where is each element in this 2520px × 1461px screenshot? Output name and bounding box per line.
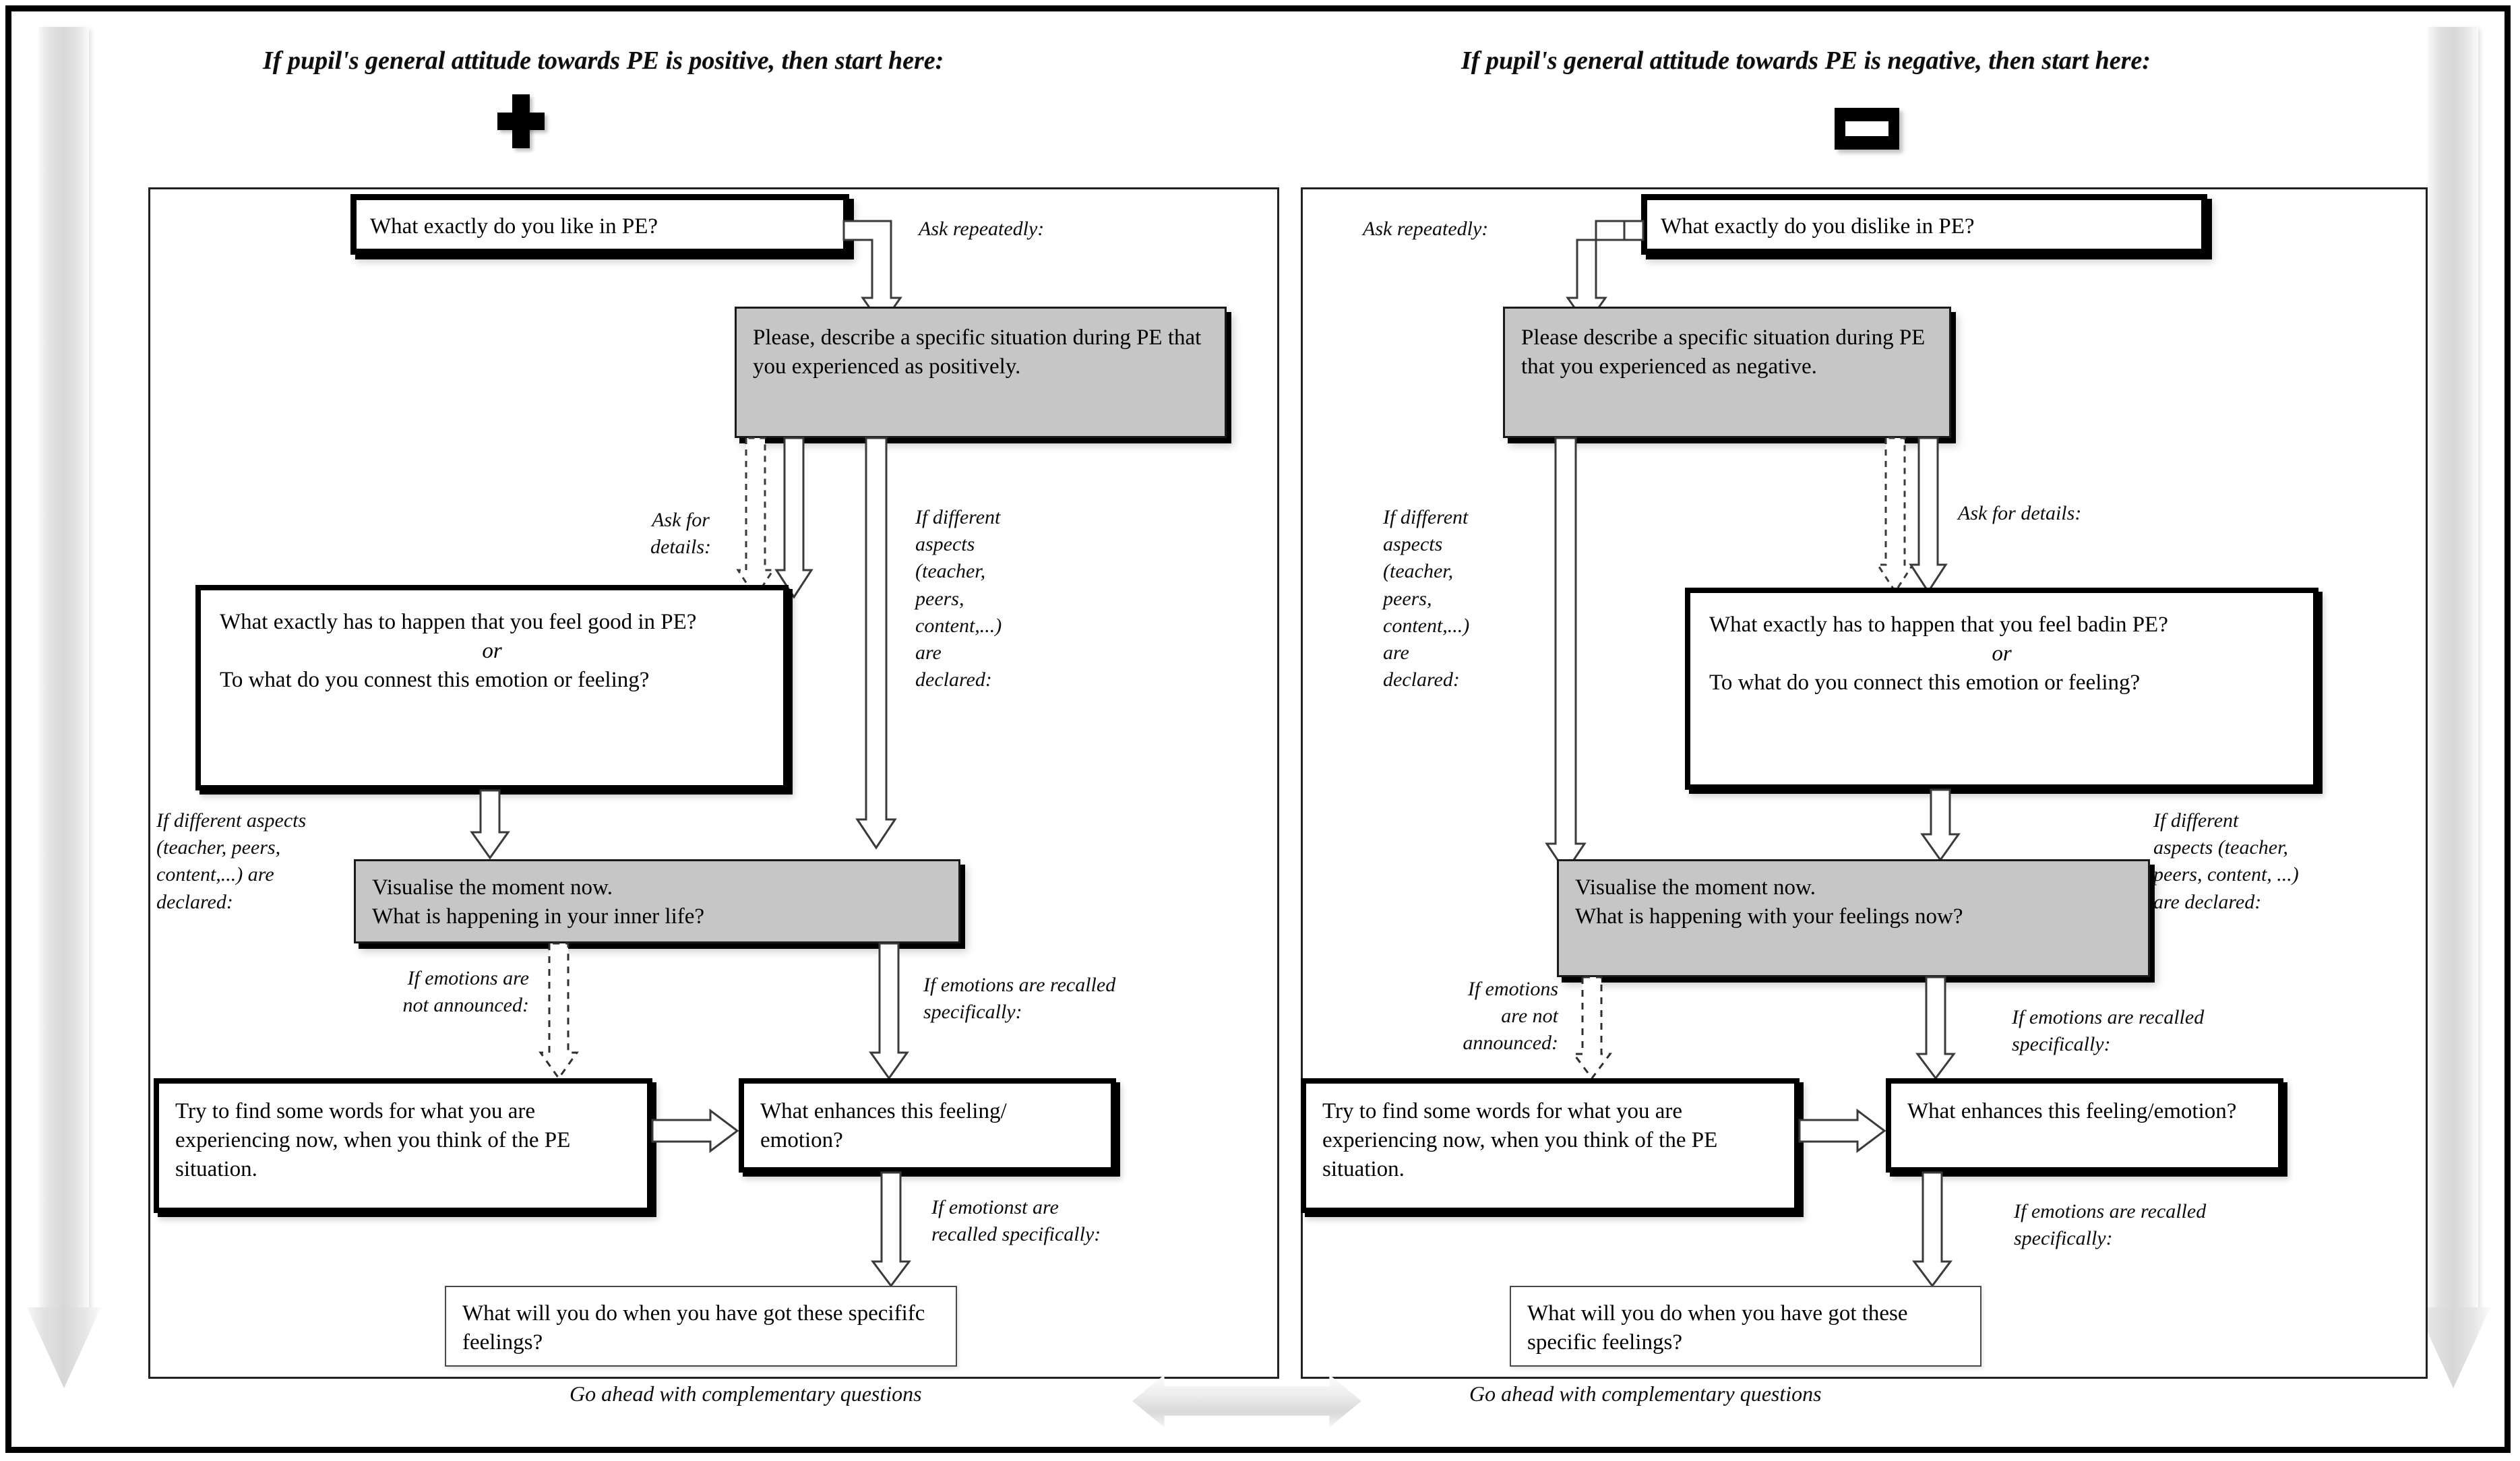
label-left-ask-for-details: Ask for details:: [650, 509, 711, 559]
node-left-feel-good[interactable]: What exactly has to happen that you feel…: [195, 585, 789, 790]
label-left-aspects-vertical: If different aspects (teacher, peers, co…: [915, 506, 1002, 691]
arrow-left-visualise-to-words: [539, 942, 582, 1081]
label-left-ask-repeatedly: Ask repeatedly:: [919, 218, 1045, 240]
minus-icon: [1835, 108, 1899, 150]
node-right-feel-bad[interactable]: What exactly has to happen that you feel…: [1685, 588, 2318, 790]
node-left-start[interactable]: What exactly do you like in PE?: [350, 194, 849, 255]
arrow-head: [27, 1307, 101, 1388]
arrow-right-feel-to-visualise: [1920, 788, 1964, 863]
arrow-right-describe-to-feel-dashed: [1876, 437, 1918, 594]
node-right-feel-line1: What exactly has to happen that you feel…: [1709, 613, 2168, 637]
node-right-words[interactable]: Try to find some words for what you are …: [1301, 1078, 1800, 1213]
label-left-recalled: If emotions are recalled specifically:: [923, 974, 1116, 1024]
right-edge-down-arrow-icon: [2416, 27, 2490, 1415]
arrow-left-enhances-to-final: [871, 1171, 915, 1288]
arrow-shaft: [2428, 27, 2478, 1311]
left-footer-text: Go ahead with complementary questions: [570, 1381, 922, 1406]
arrow-right-words-to-enhances: [1798, 1109, 1886, 1154]
arrow-shaft: [39, 27, 89, 1311]
minus-inner: [1845, 121, 1888, 136]
node-right-enhances[interactable]: What enhances this feeling/emotion?: [1886, 1078, 2283, 1173]
node-right-visualise[interactable]: Visualise the moment now. What is happen…: [1557, 859, 2150, 977]
left-edge-down-arrow-icon: [27, 27, 101, 1415]
arrow-right-visualise-to-words: [1572, 976, 1616, 1081]
node-left-final[interactable]: What will you do when you have got these…: [445, 1286, 957, 1367]
node-right-start[interactable]: What exactly do you dislike in PE?: [1641, 194, 2207, 255]
right-header-caption: If pupil's general attitude towards PE i…: [1461, 46, 2151, 75]
arrow-left-words-to-enhances: [651, 1109, 739, 1154]
label-right-recalled: If emotions are recalled specifically:: [2012, 1006, 2205, 1056]
node-left-enhances[interactable]: What enhances this feeling/ emotion?: [739, 1078, 1116, 1173]
label-right-ask-for-details: Ask for details:: [1958, 502, 2082, 524]
arrow-left-describe-to-visualise: [855, 437, 900, 850]
plus-icon: [497, 94, 545, 148]
arrow-right-describe-to-feel: [1909, 437, 1951, 594]
arrow-right-visualise-to-enhances: [1915, 976, 1959, 1081]
arrow-right-enhances-to-final: [1912, 1171, 1956, 1288]
node-left-feel-line2: To what do you connest this emotion or f…: [220, 667, 650, 692]
node-right-feel-or: or: [1992, 641, 2012, 666]
label-left-not-announced: If emotions are not announced:: [402, 967, 529, 1017]
label-left-aspects-left: If different aspects (teacher, peers, co…: [156, 809, 307, 913]
plus-horizontal-bar: [497, 113, 545, 130]
arrow-left-describe-to-feel-solid: [774, 437, 817, 600]
arrow-left-describe-to-feel: [736, 437, 778, 600]
arrow-left-visualise-to-enhances: [869, 942, 913, 1081]
label-right-aspects-right: If different aspects (teacher, peers, co…: [2153, 809, 2299, 913]
node-right-describe[interactable]: Please describe a specific situation dur…: [1503, 307, 1951, 438]
node-left-words[interactable]: Try to find some words for what you are …: [154, 1078, 652, 1213]
right-footer-text: Go ahead with complementary questions: [1469, 1381, 1822, 1406]
label-right-recalled2: If emotions are recalled specifically:: [2014, 1200, 2207, 1250]
label-right-not-announced: If emotions are not announced:: [1463, 978, 1558, 1055]
arrow-left-feel-to-visualise: [470, 789, 514, 861]
node-left-feel-or: or: [482, 638, 502, 663]
node-right-final[interactable]: What will you do when you have got these…: [1510, 1286, 1981, 1367]
node-left-feel-line1: What exactly has to happen that you feel…: [220, 610, 697, 634]
node-left-visualise[interactable]: Visualise the moment now. What is happen…: [354, 859, 960, 943]
node-left-describe[interactable]: Please, describe a specific situation du…: [735, 307, 1227, 438]
arrow-right-describe-to-visualise: [1545, 437, 1590, 875]
label-left-recalled2: If emotionst are recalled specifically:: [931, 1196, 1101, 1246]
left-header-caption: If pupil's general attitude towards PE i…: [263, 46, 944, 75]
label-right-ask-repeatedly: Ask repeatedly:: [1363, 218, 1489, 240]
node-right-feel-line2: To what do you connect this emotion or f…: [1709, 670, 2141, 695]
label-right-aspects-vertical: If different aspects (teacher, peers, co…: [1383, 506, 1470, 691]
